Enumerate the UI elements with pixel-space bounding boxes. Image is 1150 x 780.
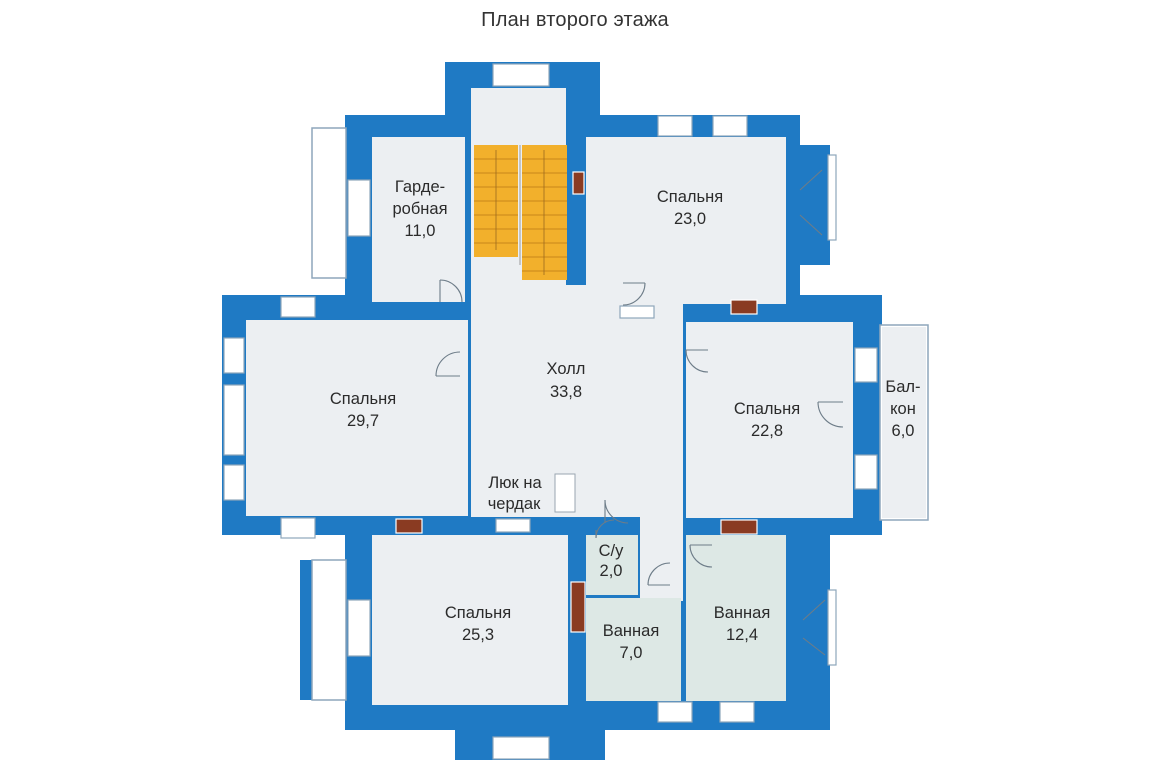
label-attic-hatch-1: Люк на: [488, 474, 542, 492]
label-balcony-name2: кон: [890, 400, 916, 418]
room-wardrobe: [372, 137, 465, 302]
label-attic-hatch-2: чердак: [488, 495, 541, 513]
doors: [435, 169, 844, 656]
room-bath-s: [586, 598, 681, 701]
label-wardrobe-name2: робная: [392, 200, 447, 218]
label-bath-s-area: 7,0: [620, 644, 643, 662]
label-wc-name: С/у: [599, 542, 625, 560]
label-hall-name: Холл: [547, 360, 586, 378]
room-bedroom-ne: [586, 137, 786, 304]
plan-title: План второго этажа: [481, 9, 669, 31]
label-bedroom-ne-name: Спальня: [657, 188, 723, 206]
room-bedroom-sw: [372, 535, 568, 705]
label-bedroom-w-area: 29,7: [347, 412, 379, 430]
attic-hatch-icon: [554, 473, 576, 513]
label-bedroom-sw-area: 25,3: [462, 626, 494, 644]
label-bath-s-name: Ванная: [603, 622, 660, 640]
label-bedroom-sw-name: Спальня: [445, 604, 511, 622]
label-wardrobe-name1: Гарде-: [395, 178, 445, 196]
label-bedroom-e-area: 22,8: [751, 422, 783, 440]
chimneys: [395, 171, 758, 633]
label-wardrobe-area: 11,0: [405, 222, 436, 240]
label-bath-se-name: Ванная: [714, 604, 771, 622]
label-bedroom-w-name: Спальня: [330, 390, 396, 408]
label-bedroom-e-name: Спальня: [734, 400, 800, 418]
room-hall-main: [471, 285, 683, 517]
room-hall-lower: [640, 515, 683, 601]
room-labels: Гарде- робная 11,0 Спальня 23,0 Спальня …: [330, 178, 921, 662]
label-hall-area: 33,8: [550, 383, 582, 401]
room-wc: [586, 535, 638, 595]
label-wc-area: 2,0: [600, 562, 623, 580]
room-bath-se: [686, 535, 786, 701]
windows: [223, 63, 878, 760]
label-bath-se-area: 12,4: [726, 626, 758, 644]
room-bedroom-w: [246, 320, 468, 516]
label-balcony-name1: Бал-: [885, 378, 920, 396]
label-bedroom-ne-area: 23,0: [674, 210, 706, 228]
room-balcony: [882, 327, 926, 518]
room-bedroom-e: [686, 322, 853, 518]
label-balcony-area: 6,0: [892, 422, 915, 440]
staircase: [474, 145, 567, 280]
